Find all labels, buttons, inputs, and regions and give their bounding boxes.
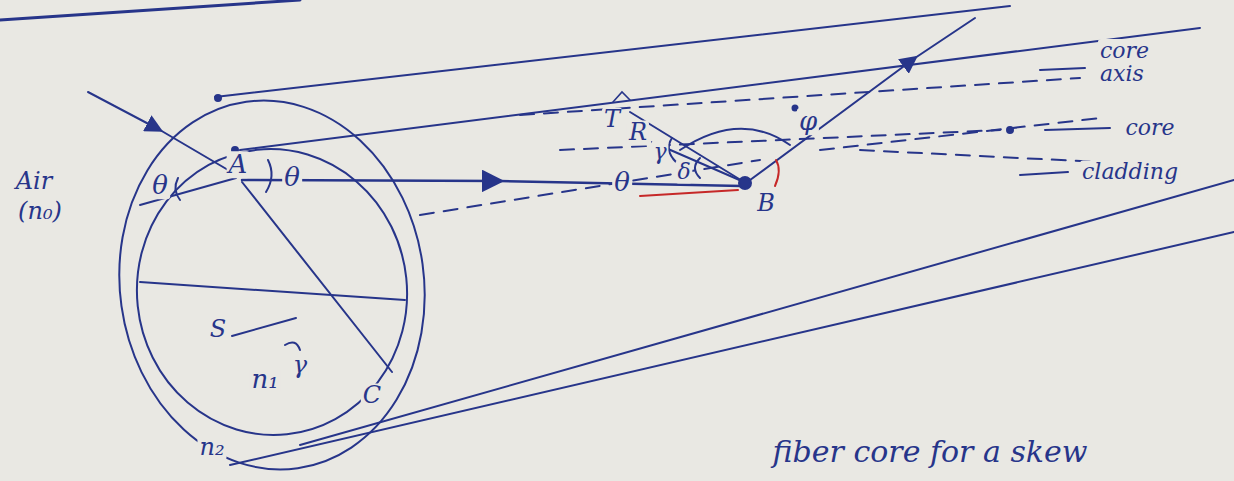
point-label: T bbox=[602, 107, 622, 132]
reflection-point bbox=[739, 177, 751, 189]
point-label: A bbox=[227, 151, 250, 178]
dot bbox=[215, 95, 221, 101]
page-edge-line bbox=[0, 0, 300, 20]
core-ellipse bbox=[123, 136, 421, 449]
skew-ray bbox=[242, 180, 500, 181]
region-label: core bbox=[1123, 116, 1176, 139]
point-label: R bbox=[627, 120, 649, 145]
region-label: cladding bbox=[1080, 160, 1180, 183]
medium-label: Air bbox=[14, 169, 54, 194]
perpendicular-line bbox=[232, 318, 296, 336]
caption-note: fiber core for a skew bbox=[771, 436, 1090, 468]
angle-label: θ bbox=[150, 172, 170, 199]
cladding-ellipse bbox=[96, 81, 449, 481]
diameter-line bbox=[140, 282, 405, 300]
red-arc bbox=[775, 160, 779, 186]
red-mark bbox=[640, 190, 738, 196]
chord-line bbox=[242, 182, 392, 372]
leader-line bbox=[1040, 68, 1085, 70]
angle-arc bbox=[680, 129, 790, 150]
leader-line bbox=[1045, 128, 1110, 130]
angle-label: θ bbox=[282, 164, 302, 191]
angle-label: φ bbox=[797, 108, 819, 135]
index-label: n₂ bbox=[197, 435, 226, 460]
cladding-bottom-line bbox=[230, 232, 1234, 465]
axis-label: core axis bbox=[1098, 39, 1182, 85]
angle-arc bbox=[266, 160, 272, 192]
angle-label: γ bbox=[651, 140, 668, 163]
angle-arc bbox=[285, 342, 300, 350]
dashed-line bbox=[820, 118, 1100, 150]
reflected-ray bbox=[746, 58, 915, 183]
core-top-line bbox=[240, 28, 1200, 150]
dot bbox=[1007, 127, 1013, 133]
angle-label: θ bbox=[612, 169, 632, 196]
dashed-line bbox=[860, 150, 1100, 162]
reflected-ray bbox=[915, 18, 975, 58]
incident-ray bbox=[88, 92, 160, 130]
angle-arc bbox=[175, 178, 180, 200]
core-bottom-line bbox=[300, 180, 1234, 445]
point-label: B bbox=[755, 191, 777, 216]
dashed-line bbox=[420, 160, 760, 215]
angle-arc bbox=[695, 158, 700, 178]
leader-line bbox=[1020, 172, 1068, 175]
index-label: (n₀) bbox=[16, 199, 64, 224]
angle-arc bbox=[669, 138, 676, 162]
angle-label: δ bbox=[675, 160, 692, 183]
angle-label: γ bbox=[291, 353, 309, 378]
point-label: S bbox=[208, 317, 228, 342]
point-label: C bbox=[361, 383, 383, 408]
right-angle-mark bbox=[613, 92, 630, 102]
index-label: n₁ bbox=[249, 366, 280, 393]
cladding-top-line bbox=[215, 6, 1010, 97]
